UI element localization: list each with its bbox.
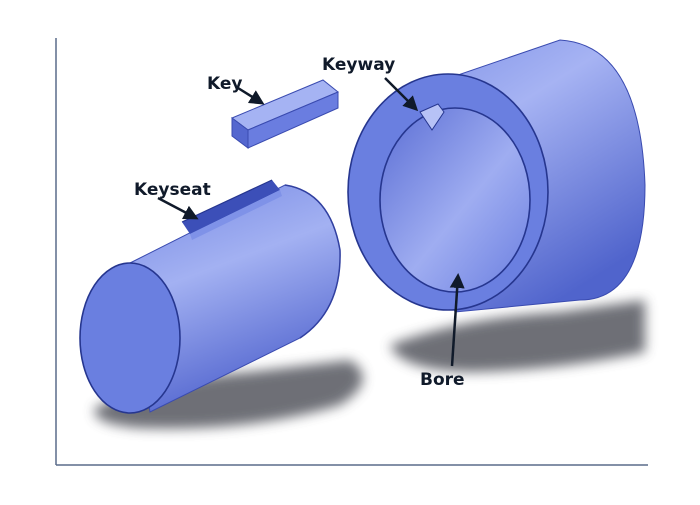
bore-hole bbox=[379, 107, 531, 293]
shaft-shadow bbox=[94, 360, 363, 429]
label-key: Key bbox=[207, 74, 243, 94]
key-end-face bbox=[231, 117, 249, 149]
label-keyseat: Keyseat bbox=[134, 180, 211, 200]
shaft bbox=[79, 179, 341, 414]
keyway-notch bbox=[419, 103, 445, 131]
keyway-arrow bbox=[384, 77, 419, 112]
hub-shadow bbox=[390, 300, 645, 372]
bore-arrow bbox=[449, 273, 465, 367]
label-bore: Bore bbox=[420, 370, 465, 390]
shaft-end-face bbox=[79, 262, 181, 414]
hub bbox=[347, 39, 646, 313]
keyseat-slot bbox=[182, 180, 280, 234]
shaft-back-curve bbox=[284, 184, 341, 339]
keyseat-arrow bbox=[157, 196, 199, 220]
label-keyway: Keyway bbox=[322, 55, 395, 75]
key-arrow bbox=[237, 86, 265, 105]
keyseat-slot-wall bbox=[190, 190, 282, 240]
key-part bbox=[231, 79, 339, 149]
